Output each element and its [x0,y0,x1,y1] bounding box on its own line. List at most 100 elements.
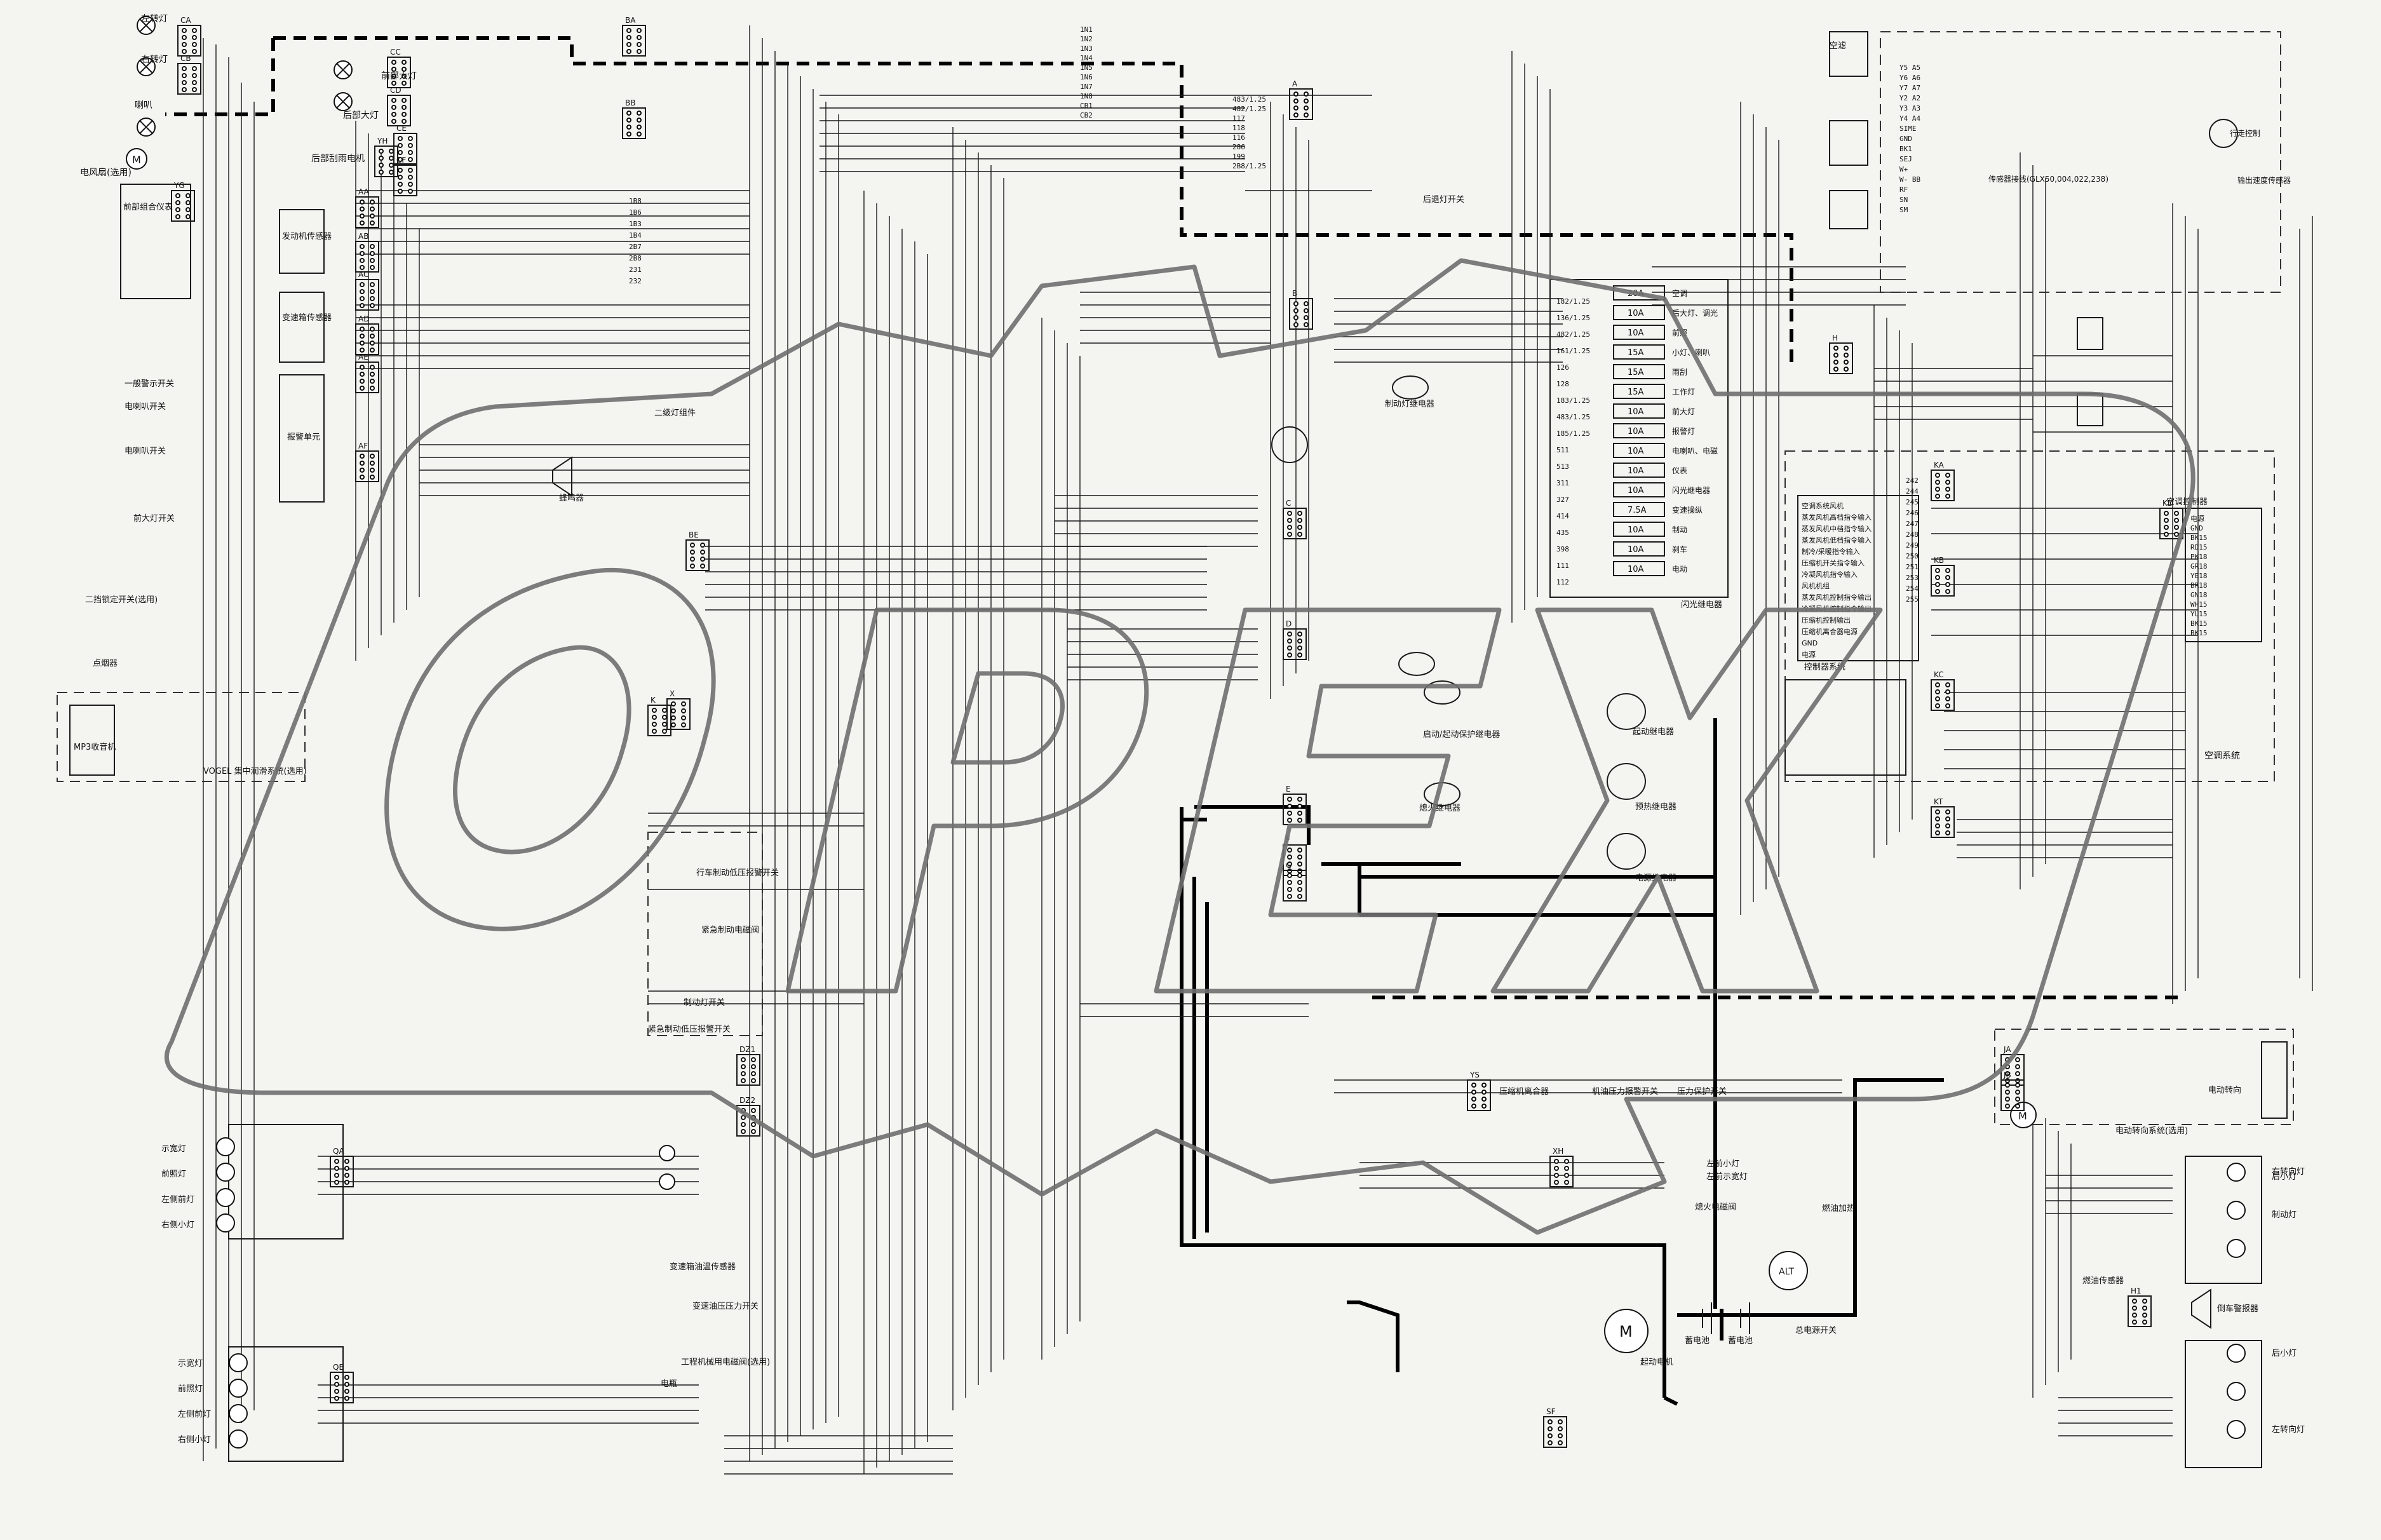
fuse-rating: 10A [1628,447,1644,456]
connector-label: CD [390,86,401,95]
connector-label: YH [377,137,388,145]
label-ecu-right-1: 行走控制 [2230,129,2260,138]
connector-ae: AE [355,353,379,393]
main-battery-cable [1180,805,1715,1398]
connector-label: KD [2162,499,2173,508]
ac-system-panel [1784,450,2275,782]
connector-label: JB [2003,1071,2011,1079]
ac-controller-box [2185,508,2262,642]
connector-qb: QB [330,1363,354,1403]
ac-signal: 蒸发风机高档指令输入 [1802,513,1872,522]
connector-ka: KA [1931,461,1955,501]
ac-ctrl-signal: BK15 [2190,619,2208,628]
ac-ctrl-signal: YL15 [2190,610,2208,618]
label-brake-switch: 制动灯开关 [684,998,725,1008]
connector-label: KA [1934,461,1945,469]
ecu-code: Y6 A6 [1899,74,1920,82]
connector-label: G [1286,861,1292,870]
fuse-wire-label: 128 [1556,380,1569,388]
fuse-rating: 15A [1628,388,1644,397]
fuse-cell [1613,423,1665,438]
connector-label: KC [1934,670,1944,679]
fuse-cell [1613,384,1665,399]
electric-pump-panel [1994,1029,2294,1125]
wire-code: 1N7 [1080,83,1093,91]
fuse-rating: 15A [1628,348,1644,358]
ac-signal: 压缩机控制输出 [1802,616,1851,625]
wire-code: CB1 [1080,102,1093,110]
wire-code: 1N8 [1080,92,1093,100]
rear-lights-panel [228,1346,344,1462]
fuse-rating: 10A [1628,525,1644,535]
fuse-circuit: 闪光继电器 [1672,486,1710,495]
label-rear-wiper-motor: 后部刮雨电机 [311,154,365,164]
fuse-cell [1613,285,1665,301]
connector-label: AC [358,270,368,279]
wiring-harness [203,25,2313,1475]
connector-label: CE [396,124,407,133]
rear-lights-right [2185,1156,2262,1284]
wire-code: 253 [1906,574,1919,582]
connector-x: X [666,689,691,730]
label-rear-light-4: 右侧小灯 [178,1435,211,1445]
connector-label: K [651,696,656,705]
label-bottom-misc-1: 左前小灯 [1706,1159,1739,1169]
fuse-wire-label: 398 [1556,545,1569,553]
ac-ctrl-signal: WH15 [2190,600,2208,609]
fuse-circuit: 前大灯 [1672,407,1695,416]
wire-code: 254 [1906,584,1919,593]
label-front-work-light: 前部大灯 [381,71,417,81]
connector-yg: YG [171,181,195,222]
wire-code: 251 [1906,563,1919,571]
brake-panel [647,832,763,1036]
label-wiper-switch-2: 电喇叭开关 [125,447,166,456]
label-rear-right-light: 后小灯 [2272,1349,2297,1358]
fuse-circuit: 工作灯 [1672,388,1695,396]
svg-text:M: M [1619,1323,1633,1341]
label-preheat-relay: 预热继电器 [1635,802,1676,812]
fuse-cell [1613,325,1665,340]
fuse-wire-label: 327 [1556,496,1569,504]
ecu-code: Y3 A3 [1899,104,1920,112]
ecu-code: Y4 A4 [1899,114,1920,123]
ac-ctrl-signal: GND [2190,524,2203,532]
front-panel-box [120,184,191,299]
connector-label: KT [1934,797,1943,806]
connector-h1: H1 [2128,1287,2152,1327]
label-flasher: 闪光继电器 [1681,600,1722,610]
connector-ac: AC [355,270,379,311]
fuse-rating: 10A [1628,407,1644,417]
connector-label: AA [358,187,370,196]
component-labels: 左转灯 右转灯 喇叭 电风扇(选用) 前部大灯 后部大灯 后部刮雨电机 前部组合… [74,14,2305,1445]
ac-signal: 压缩机离合器电源 [1802,627,1858,636]
connector-kc: KC [1931,670,1955,711]
connector-label: A [1292,79,1298,88]
fuse-circuit: 电喇叭、电磁 [1672,446,1718,456]
connector-jb: JB [2000,1071,2025,1111]
label-ac-panel: 空调系统 [2204,751,2240,761]
wire-code: 483/1.25 [1232,95,1266,104]
connector-ce: CE [393,124,417,165]
fuse-cell [1613,502,1665,517]
wire-code: 1N5 [1080,64,1093,72]
label-transmission-sensor: 变速箱传感器 [282,313,332,323]
ecu-code: RF [1899,186,1908,194]
connector-af: AF [355,442,379,482]
wire-code: 247 [1906,520,1919,528]
power-trunk-dashed-top [165,36,1793,368]
connector-ab: AB [355,232,379,273]
label-front-light-2: 前照灯 [161,1169,186,1179]
fuse-cell [1613,344,1665,360]
fuse-wire-label: 126 [1556,363,1569,372]
fuse-rating: 10A [1628,328,1644,338]
connector-label: AB [358,232,368,241]
wire-code: 1N6 [1080,73,1093,81]
label-front-panel: 前部组合仪表 [123,202,173,212]
connector-label: CF [396,156,406,165]
label-flame: 燃油加热 [1822,1203,1855,1213]
fuse-rating: 15A [1628,368,1644,377]
wire-code: 482/1.25 [1232,105,1266,113]
wire-code: 286 [1232,143,1245,151]
fuse-circuit: 后大灯、调光 [1672,309,1718,318]
